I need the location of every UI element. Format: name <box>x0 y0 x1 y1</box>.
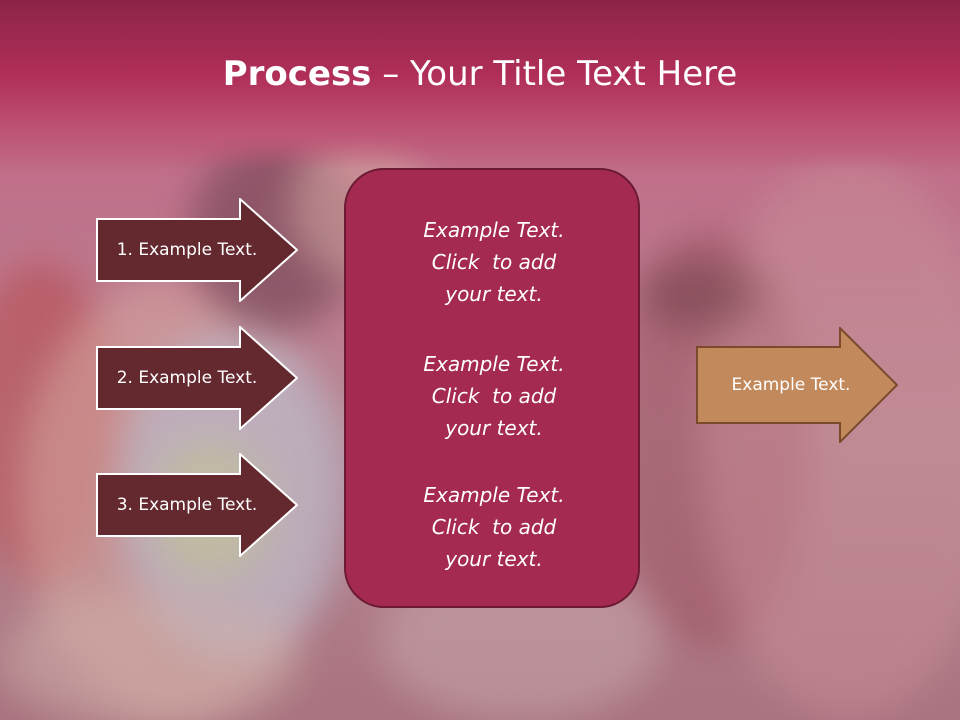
output-arrow[interactable]: Example Text. <box>696 327 898 443</box>
center-text-box[interactable]: Example Text. Click to add your text. Ex… <box>344 168 640 608</box>
right-arrow-shape-icon <box>696 327 898 443</box>
right-arrow-shape-icon <box>96 326 298 430</box>
title-bold-part: Process <box>222 54 372 94</box>
right-arrow-shape-icon <box>96 198 298 302</box>
block-line: your text. <box>445 547 543 571</box>
output-arrow-label: Example Text. <box>731 375 851 395</box>
step-label-1: 1. Example Text. <box>116 240 258 260</box>
step-arrow-3[interactable]: 3. Example Text. <box>96 453 298 557</box>
step-arrow-2[interactable]: 2. Example Text. <box>96 326 298 430</box>
right-arrow-shape-icon <box>96 453 298 557</box>
block-line: Click to add <box>431 384 557 408</box>
title-rest-part: – Your Title Text Here <box>371 54 738 94</box>
block-line: Example Text. <box>423 483 565 507</box>
step-arrow-1[interactable]: 1. Example Text. <box>96 198 298 302</box>
center-text-block-2[interactable]: Example Text. Click to add your text. <box>346 348 642 444</box>
block-line: Example Text. <box>423 218 565 242</box>
block-line: Click to add <box>431 515 557 539</box>
block-line: Example Text. <box>423 352 565 376</box>
step-label-3: 3. Example Text. <box>116 495 258 515</box>
block-line: your text. <box>445 282 543 306</box>
block-line: Click to add <box>431 250 557 274</box>
slide-title[interactable]: Process – Your Title Text Here <box>0 52 960 96</box>
center-text-block-3[interactable]: Example Text. Click to add your text. <box>346 479 642 575</box>
center-text-block-1[interactable]: Example Text. Click to add your text. <box>346 214 642 310</box>
block-line: your text. <box>445 416 543 440</box>
title-band <box>0 0 960 170</box>
step-label-2: 2. Example Text. <box>116 368 258 388</box>
